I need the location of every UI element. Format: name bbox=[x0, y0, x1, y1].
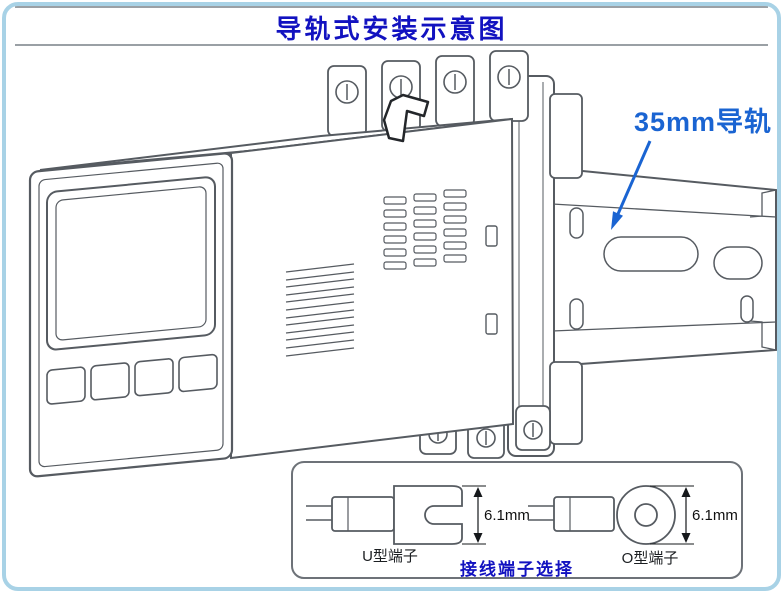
side-clip bbox=[485, 313, 498, 335]
rail-clip-upper bbox=[549, 93, 583, 179]
u-terminal-fork bbox=[393, 485, 463, 545]
u-terminal-label: U型端子 bbox=[362, 548, 418, 565]
body-side-face bbox=[230, 117, 515, 460]
terminal-screws bbox=[327, 50, 551, 459]
rail-label: 35mm导轨 bbox=[634, 106, 772, 137]
rail-slot bbox=[569, 207, 584, 239]
u-terminal-barrel bbox=[331, 496, 395, 532]
panel-button bbox=[46, 366, 86, 405]
rail-slot bbox=[740, 295, 754, 323]
display-screen bbox=[55, 186, 207, 341]
panel-button bbox=[134, 358, 174, 397]
rail-profile-bottom bbox=[749, 320, 777, 351]
rail-slot bbox=[713, 246, 763, 280]
u-terminal-drawing bbox=[306, 485, 463, 545]
rail-clip-lower bbox=[549, 361, 583, 445]
u-dimension-label: 6.1mm bbox=[484, 507, 530, 524]
rail-callout: 35mm导轨 bbox=[611, 106, 772, 230]
o-dimension: 6.1mm bbox=[650, 485, 738, 545]
o-dimension-label: 6.1mm bbox=[692, 507, 738, 524]
terminal-caption: 接线端子选择 bbox=[460, 559, 574, 579]
header-rule-bottom bbox=[15, 44, 768, 46]
bracket-plate bbox=[507, 75, 555, 457]
terminal-selection-box: 6.1mm U型端子 6.1mm O型端子 接线端子选择 bbox=[291, 461, 743, 579]
o-terminal-barrel bbox=[553, 496, 615, 532]
panel-button bbox=[178, 353, 218, 393]
figure-title: 导轨式安装示意图 bbox=[275, 14, 508, 44]
rail-fold-bottom bbox=[551, 321, 777, 332]
header-rule-top bbox=[15, 6, 768, 8]
panel-button bbox=[90, 362, 130, 401]
vent-grid bbox=[383, 189, 467, 270]
mount-latch bbox=[382, 93, 430, 143]
rail-arrow-icon bbox=[611, 140, 652, 230]
side-clip bbox=[485, 225, 498, 247]
u-dimension: 6.1mm bbox=[462, 485, 530, 545]
rail-profile-top bbox=[749, 189, 777, 218]
device-front-panel bbox=[28, 152, 234, 478]
rail-slot bbox=[569, 298, 584, 330]
rail-slot bbox=[603, 236, 699, 272]
o-terminal-hole bbox=[634, 503, 658, 527]
din-rail bbox=[551, 166, 777, 368]
mount-bracket bbox=[507, 75, 583, 457]
o-terminal-label: O型端子 bbox=[622, 550, 679, 567]
rail-fold-top bbox=[551, 203, 777, 218]
o-terminal-drawing bbox=[528, 485, 676, 545]
vent-lines bbox=[285, 263, 355, 357]
